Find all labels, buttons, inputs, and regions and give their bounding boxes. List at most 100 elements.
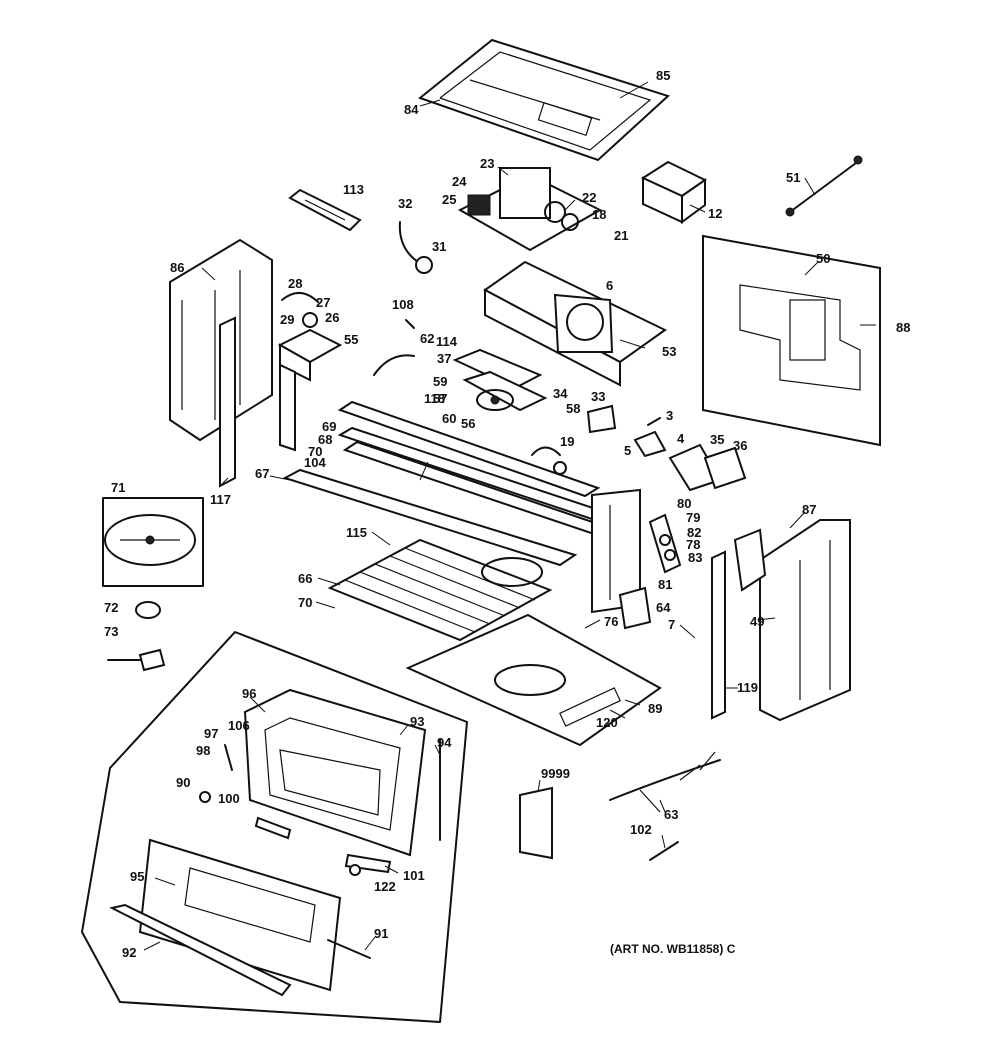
callout-label: 97	[204, 726, 218, 741]
callout-label: 118	[424, 391, 445, 406]
callout-label: 83	[688, 550, 702, 565]
callout-label: 12	[708, 206, 722, 221]
callout-label: 26	[325, 310, 339, 325]
door-group-outline	[81, 631, 468, 1023]
leader-lines	[143, 81, 876, 951]
callout-label: 73	[104, 624, 118, 639]
callout-label: 72	[104, 600, 118, 615]
thermostat	[398, 221, 433, 274]
door-frame	[243, 688, 441, 857]
callout-label: 64	[656, 600, 671, 615]
callout-label: 37	[437, 351, 451, 366]
right-channel	[711, 550, 726, 720]
callout-label: 79	[686, 510, 700, 525]
callout-label: 29	[280, 312, 294, 327]
callout-label: 22	[582, 190, 596, 205]
callout-label: 60	[442, 411, 456, 426]
callout-label: 49	[750, 614, 764, 629]
callout-label: 62	[420, 331, 434, 346]
callout-label: 19	[560, 434, 574, 449]
callout-label: 80	[677, 496, 691, 511]
callout-label: 102	[630, 822, 652, 837]
callout-label: 89	[648, 701, 662, 716]
callout-label: 7	[668, 617, 675, 632]
oven-cavity-frame	[282, 400, 641, 614]
callout-label: 69	[322, 419, 336, 434]
left-channel	[219, 316, 236, 488]
power-cord	[785, 155, 863, 217]
top-cover-panel	[417, 38, 670, 162]
callout-label: 27	[316, 295, 330, 310]
door-small-parts	[199, 744, 392, 876]
callout-label: 5	[624, 443, 631, 458]
blower-housing	[483, 260, 667, 387]
bracket-113	[288, 188, 362, 232]
callout-label: 50	[816, 251, 830, 266]
bottom-pan	[405, 613, 662, 747]
callout-label: 63	[664, 807, 678, 822]
callout-label: 84	[404, 102, 419, 117]
callout-label: 117	[210, 492, 231, 507]
spring-91	[327, 939, 371, 959]
callout-label: 93	[410, 714, 424, 729]
callout-label: 28	[288, 276, 302, 291]
callout-label: 34	[553, 386, 568, 401]
right-side-panel	[733, 519, 851, 722]
callout-label: 33	[591, 389, 605, 404]
callout-label: 66	[298, 571, 312, 586]
callout-label: 78	[686, 537, 700, 552]
callout-label: 58	[566, 401, 580, 416]
callout-label: 95	[130, 869, 144, 884]
part-102	[649, 841, 679, 861]
rack-wires	[344, 547, 536, 633]
callout-label: 59	[433, 374, 447, 389]
callout-label: 9999	[541, 766, 570, 781]
callout-label: 96	[242, 686, 256, 701]
callout-label: 94	[437, 735, 452, 750]
callout-label: 101	[403, 868, 425, 883]
callout-label: 55	[344, 332, 358, 347]
callout-label: 100	[218, 791, 240, 806]
callout-label: 88	[896, 320, 910, 335]
callout-label: 86	[170, 260, 184, 275]
wire-harness-small	[373, 319, 415, 376]
callout-label: 106	[228, 718, 250, 733]
callout-label: 68	[318, 432, 332, 447]
callout-label: 90	[176, 775, 190, 790]
control-board	[648, 513, 682, 574]
callout-label: 3	[666, 408, 673, 423]
door-handle	[109, 903, 292, 997]
callout-label: 87	[802, 502, 816, 517]
callout-label: 115	[346, 525, 367, 540]
callout-label: 98	[196, 743, 210, 758]
callout-label: 4	[677, 431, 685, 446]
literature-envelope	[519, 786, 553, 860]
wire-harness	[609, 751, 721, 813]
callout-label: 24	[452, 174, 467, 189]
callout-label: 119	[737, 680, 758, 695]
callout-label: 120	[596, 715, 618, 730]
callout-label: 71	[111, 480, 125, 495]
callout-label: 35	[710, 432, 724, 447]
bracket-64	[618, 586, 652, 630]
callout-label: 81	[658, 577, 672, 592]
oven-rack	[327, 538, 553, 642]
fan-motor-assembly	[452, 348, 548, 412]
door-glass-panel	[138, 838, 342, 992]
callout-label: 92	[122, 945, 136, 960]
callout-label: 6	[606, 278, 613, 293]
callout-label: 85	[656, 68, 670, 83]
callout-label: 70	[298, 595, 312, 610]
callout-label: 21	[614, 228, 628, 243]
callout-label: 76	[604, 614, 618, 629]
switch-and-small-parts	[586, 404, 747, 492]
callout-label: 31	[432, 239, 446, 254]
callout-label: 57	[433, 391, 447, 406]
callout-label: 36	[733, 438, 747, 453]
callout-label: 104	[304, 455, 326, 470]
fan-motor-bracket	[277, 292, 343, 452]
transformer-assembly	[457, 167, 603, 252]
